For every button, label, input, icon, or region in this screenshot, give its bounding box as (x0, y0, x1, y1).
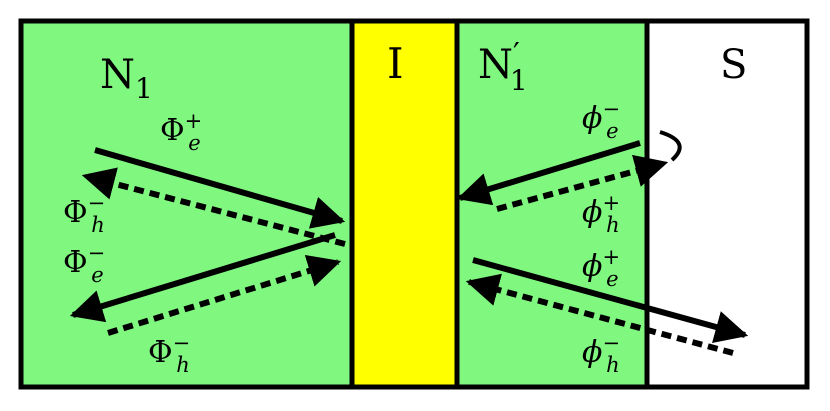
np-hole-left-arrow (465, 273, 734, 356)
n1-electron-in-arrow (94, 147, 346, 229)
np-electron-left-arrow (456, 140, 641, 206)
np-hole-right-arrow (496, 154, 669, 212)
andreev-reflection-arc (659, 130, 682, 162)
insulator-label: I (387, 39, 404, 88)
label-Phi-e-minus: Φ−e (63, 241, 105, 287)
np-electron-right-arrow (472, 257, 749, 344)
label-Phi-h-minus-top: Φ−h (63, 191, 105, 237)
label-phi-h-plus: ϕ+h (582, 191, 620, 237)
n1-electron-out-arrow (69, 232, 336, 323)
label-Phi-e-plus: Φ+e (160, 109, 202, 155)
n1-hole-in-bottom-arrow (107, 254, 342, 336)
label-phi-e-minus: ϕ−e (582, 97, 620, 143)
label-phi-h-minus: ϕ−h (582, 331, 620, 377)
superconductor-label: S (720, 42, 747, 88)
superconductor-region (644, 18, 810, 390)
n1-label: N1 (100, 52, 153, 105)
n1-hole-out-top-arrow (81, 167, 346, 247)
n1prime-label: N′1 (478, 37, 528, 97)
label-Phi-h-minus-bottom: Φ−h (148, 331, 190, 377)
label-phi-e-plus: ϕ+e (582, 245, 620, 291)
insulator-region (349, 18, 460, 390)
